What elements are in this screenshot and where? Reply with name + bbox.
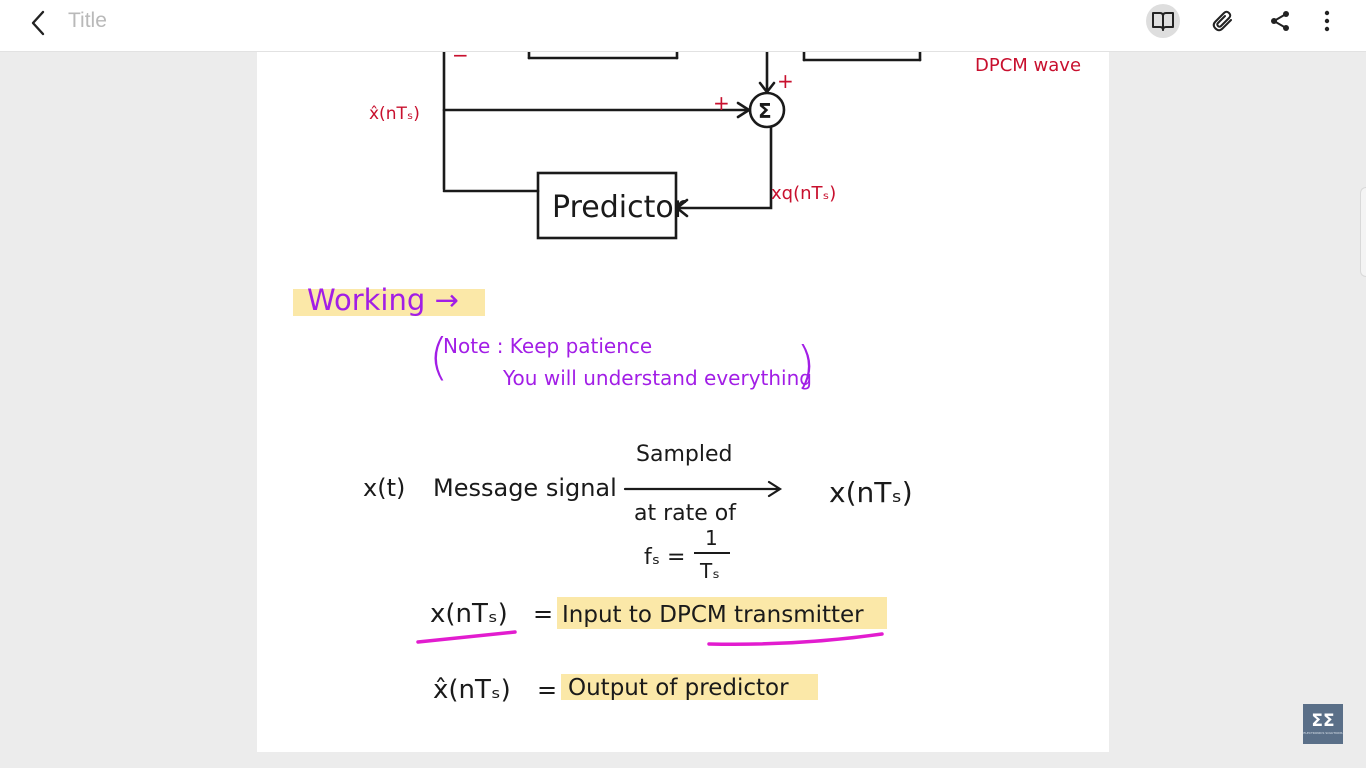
note-title[interactable]: Title — [68, 9, 107, 32]
fs-equals: fₛ = — [644, 545, 685, 570]
eq2-lhs: x̂(nTₛ) — [433, 675, 511, 705]
book-open-icon — [1152, 12, 1174, 31]
eq1-highlight — [557, 597, 887, 629]
predictor-label: Predictor — [552, 190, 687, 225]
paperclip-icon — [1212, 10, 1232, 32]
fs-denominator: Tₛ — [699, 559, 720, 583]
sampling-arrow — [623, 480, 783, 498]
arrow-down-to-sum — [758, 81, 776, 95]
x-t-symbol: x(t) — [363, 474, 405, 502]
eq1-lhs-underline — [416, 630, 517, 644]
sampled-text: Sampled — [636, 442, 732, 467]
share-icon — [1271, 11, 1289, 31]
xq-label: xq(nTₛ) — [771, 183, 836, 204]
sigma-symbol: Σ — [758, 99, 772, 123]
predictor-box — [536, 171, 678, 240]
sum-output-down — [677, 125, 773, 210]
eq2-rhs: Output of predictor — [568, 675, 789, 701]
at-rate-of-text: at rate of — [634, 501, 737, 526]
eq1-rhs: Input to DPCM transmitter — [562, 602, 864, 628]
top-toolbar: Title — [0, 0, 1366, 52]
fs-numerator: 1 — [705, 526, 718, 550]
note-page[interactable]: − + + Σ Predictor x̂(nTₛ) xq(nTₛ) DPCM w… — [257, 52, 1109, 752]
eq2-equals: = — [537, 676, 557, 704]
dpcm-feedback-diagram — [442, 52, 922, 240]
note-line-1: Note : Keep patience — [443, 334, 652, 358]
more-options-button[interactable] — [1310, 4, 1344, 38]
back-button[interactable] — [22, 6, 56, 40]
note-line-2: You will understand everything — [502, 366, 812, 390]
plus-sign-left: + — [713, 91, 730, 115]
eq2-highlight — [561, 674, 818, 700]
xhat-label: x̂(nTₛ) — [369, 104, 420, 124]
minus-sign: − — [452, 52, 469, 67]
attach-button[interactable] — [1206, 4, 1240, 38]
chevron-left-icon — [31, 10, 45, 36]
working-heading: Working → — [307, 283, 459, 317]
scrollbar-thumb[interactable] — [1360, 187, 1366, 277]
reading-mode-button[interactable] — [1146, 4, 1180, 38]
logo-text: ELECTRONICS SOLUTIONS — [1303, 731, 1343, 735]
message-signal-text: Message signal — [433, 474, 617, 502]
dpcm-wave-label: DPCM wave — [975, 55, 1081, 76]
share-button[interactable] — [1263, 4, 1297, 38]
eq1-rhs-underline — [707, 632, 884, 647]
logo-mark: ΣΣ — [1311, 711, 1335, 731]
note-open-paren: ( — [429, 328, 449, 386]
channel-logo: ΣΣ ELECTRONICS SOLUTIONS — [1303, 704, 1343, 744]
eq1-lhs: x(nTₛ) — [430, 599, 508, 629]
plus-sign-top: + — [777, 69, 794, 93]
x-nts-result: x(nTₛ) — [829, 476, 913, 509]
working-highlight — [293, 289, 485, 316]
note-close-paren: ) — [796, 336, 816, 394]
more-vertical-icon — [1324, 10, 1330, 32]
handwritten-canvas: − + + Σ Predictor x̂(nTₛ) xq(nTₛ) DPCM w… — [293, 52, 1081, 705]
eq1-equals: = — [533, 600, 553, 628]
